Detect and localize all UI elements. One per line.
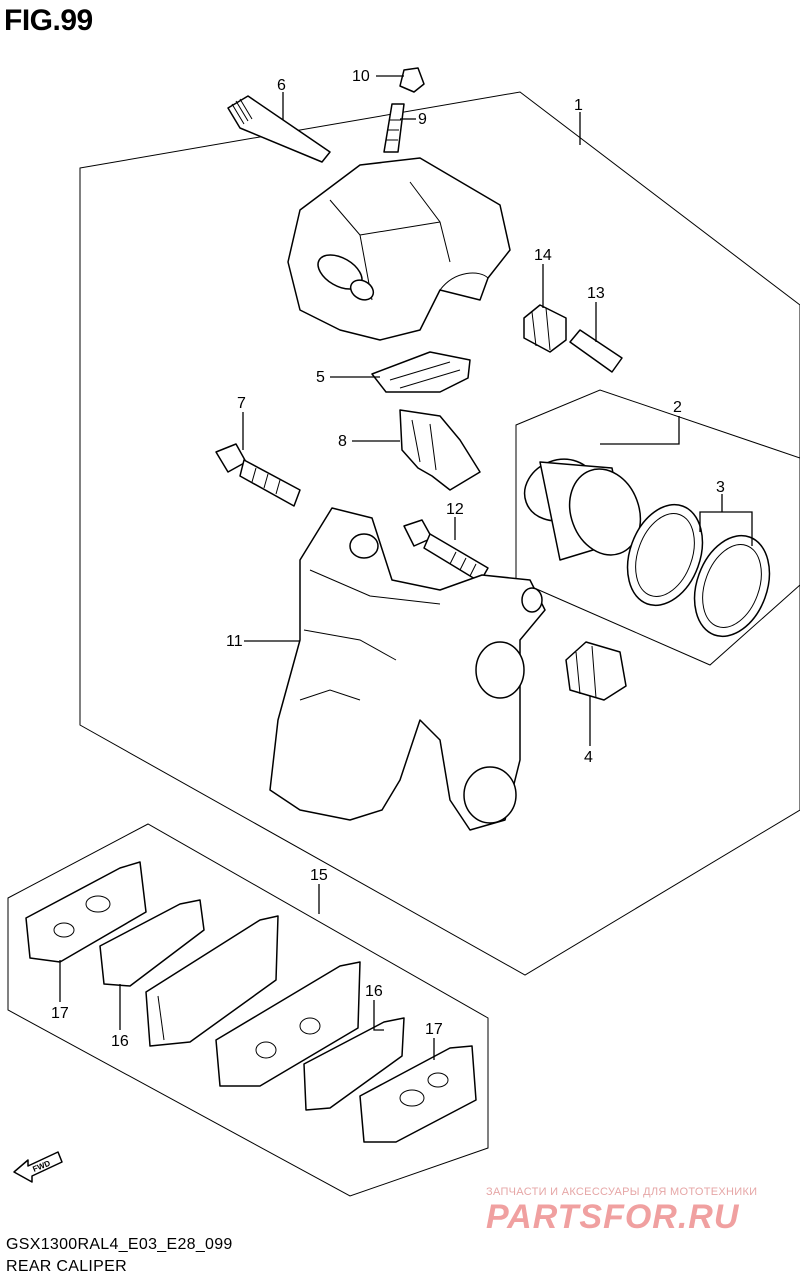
pad-mounting-pin-drawing	[227, 95, 331, 163]
brake-pad-left-drawing	[145, 915, 279, 1047]
caliper-spring-drawing	[399, 409, 481, 491]
callout-17-right: 17	[425, 1021, 443, 1038]
watermark-tagline: ЗАПЧАСТИ И АКСЕССУАРЫ ДЛЯ МОТОТЕХНИКИ	[486, 1186, 758, 1198]
piston-drawing	[523, 458, 642, 561]
brake-pad-right-drawing	[215, 961, 361, 1087]
mounting-bolt-drawing	[215, 443, 301, 507]
caliper-body-drawing	[287, 157, 511, 341]
model-code: GSX1300RAL4_E03_E28_099	[6, 1236, 233, 1253]
leader-lines	[59, 75, 753, 1060]
callout-9: 9	[418, 111, 427, 128]
callout-7: 7	[237, 395, 246, 412]
pad-spring-drawing	[371, 351, 471, 393]
pad-shim-right-drawing	[359, 1045, 477, 1143]
callout-13: 13	[587, 285, 605, 302]
callout-3: 3	[716, 479, 725, 496]
callout-16-right: 16	[365, 983, 383, 1000]
callout-16-left: 16	[111, 1033, 129, 1050]
diagram-name: REAR CALIPER	[6, 1258, 127, 1275]
fwd-arrow-icon: FWD	[13, 1151, 63, 1183]
callout-17-left: 17	[51, 1005, 69, 1022]
bleeder-valve-drawing	[383, 103, 405, 153]
callout-2: 2	[673, 399, 682, 416]
holder-bolt-drawing	[403, 519, 489, 583]
pad-shim-mid-right-drawing	[303, 1017, 405, 1111]
figure-title: FIG.99	[4, 4, 93, 37]
callout-6: 6	[277, 77, 286, 94]
callout-1: 1	[574, 97, 583, 114]
bleeder-cap-drawing	[399, 67, 425, 93]
callout-15: 15	[310, 867, 328, 884]
callout-5: 5	[316, 369, 325, 386]
callout-14: 14	[534, 247, 552, 264]
caliper-holder-drawing	[269, 507, 546, 831]
slide-pin-boot-drawing	[523, 304, 567, 353]
callout-12: 12	[446, 501, 464, 518]
pad-shim-mid-left-drawing	[99, 899, 205, 987]
pin-boot-drawing	[565, 641, 627, 701]
watermark-brand-logo: PARTSFOR.RU	[486, 1198, 740, 1236]
pad-set-boundary	[7, 823, 489, 1197]
callout-4: 4	[584, 749, 593, 766]
caliper-assembly-boundary	[79, 91, 800, 976]
callout-11: 11	[226, 633, 243, 650]
callout-10: 10	[352, 68, 370, 85]
slide-pin-sleeve-drawing	[569, 329, 623, 373]
piston-seals-drawing	[626, 503, 771, 638]
callout-8: 8	[338, 433, 347, 450]
callout-labels: 1 2 3 4 5 6 7 8 9 10 11 12 13 14 15 16 1…	[51, 68, 725, 1050]
pad-shim-left-drawing	[25, 861, 147, 963]
